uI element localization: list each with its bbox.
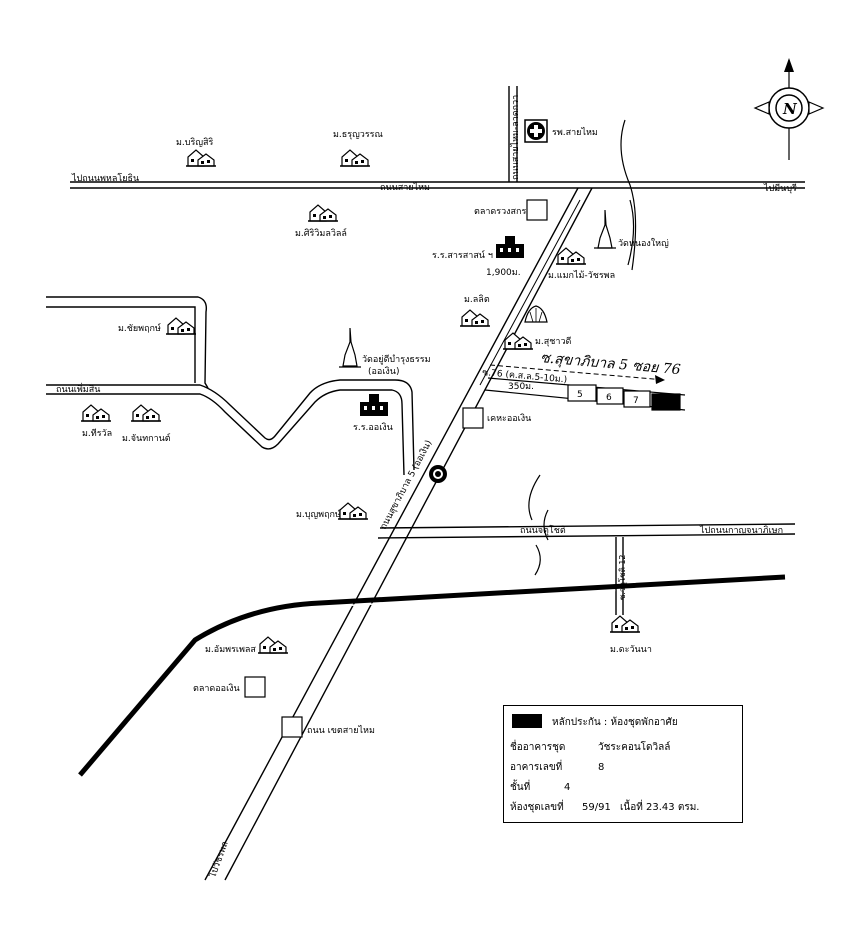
village-icon-ruanna (609, 615, 641, 633)
label-school-sarasas: ร.ร.สารสาสน์ ฯ (432, 249, 493, 261)
label-mb-siriwilla: ม.ศิริวิมลวิลล์ (295, 227, 347, 239)
legend-building-value: 8 (598, 762, 605, 773)
label-mb-ruanna: ม.ดะวันนา (610, 645, 652, 655)
road-phoemsin (46, 296, 415, 476)
village-icon-maemai (555, 247, 587, 265)
building-6-label: 6 (606, 393, 612, 403)
label-khet-ogeen: เคหะออเงิน (487, 413, 531, 424)
market-square-ruangsakon (526, 199, 548, 221)
market-square-ogeen (244, 676, 266, 698)
label-mb-thirawan: ม.ทีรวัล (82, 428, 112, 439)
legend-title: หลักประกัน : ห้องชุดพักอาศัย (552, 717, 678, 728)
road-jatuchot12 (615, 537, 624, 615)
village-icon-chanthakan (130, 404, 162, 422)
label-to-minburi: ไปมีนบุรี (763, 183, 797, 194)
label-school-saimai: ถนน เขตสายไหม (307, 725, 375, 736)
legend-box: หลักประกัน : ห้องชุดพักอาศัย ชื่ออาคารชุ… (503, 705, 743, 823)
legend-building-label: อาคารเลขที่ (510, 762, 563, 773)
village-icon-parinsiri (185, 149, 217, 167)
legend-row-floor: ชั้นที่ 4 (510, 780, 570, 795)
label-mb-suchawadee: ม.สุชาวดี (535, 336, 572, 347)
label-mb-parinsiri: ม.บริญสิริ (176, 137, 214, 148)
road-sukhaphiban5 (204, 187, 593, 881)
label-road-saimai: ถนนสายไหม (380, 182, 430, 193)
label-road-saimai-latkwa: ถนนสายไหม-ลาดกวา (510, 95, 521, 180)
label-talat-ruangsakon: ตลาดรวงสกร (474, 207, 526, 217)
road-saimai-latkwa (508, 86, 518, 182)
school-icon-sarasas (496, 236, 524, 258)
label-mb-lalit: ม.ลลิต (464, 294, 490, 305)
school-icon-ogeen (360, 394, 388, 416)
legend-unit-label: ห้องชุดเลขที่ (510, 802, 564, 813)
housing-square-ogeen (462, 407, 484, 429)
label-dist-1900: 1,900ม. (486, 268, 521, 278)
building-7 (623, 390, 651, 408)
canal-north (620, 119, 637, 271)
label-wat-ogeen-2: (ออเงิน) (368, 366, 399, 377)
road-saimai (70, 181, 805, 189)
village-icon-thirawan (80, 404, 112, 422)
legend-row-building: อาคารเลขที่ 8 (510, 760, 604, 775)
label-mb-bunyaphruek: ม.บุญพฤกษ์ (296, 508, 341, 520)
building-5 (567, 384, 597, 402)
legend-swatch-collateral (512, 714, 542, 728)
label-mb-aemorn: ม.อัมพรเพลส (205, 645, 256, 655)
canal-middle (528, 474, 549, 576)
gas-station-icon-2 (429, 465, 447, 483)
building-row: 5 6 7 (567, 384, 681, 411)
label-mb-chanthakan: ม.จันทกานต์ (122, 432, 171, 444)
village-icon-siriwilla (307, 204, 339, 222)
village-icon-lalit (459, 309, 491, 327)
label-wat-ogeen: วัดอยู่ดีบำรุงธรรม (362, 354, 431, 365)
temple-icon-nongyai (594, 209, 616, 249)
office-square-saimai (281, 716, 303, 738)
building-5-label: 5 (577, 390, 583, 400)
gas-station-icon (524, 305, 548, 323)
label-talat-ogeen: ตลาดออเงิน (193, 683, 240, 694)
legend-name-label: ชื่ออาคารชุด (510, 742, 566, 753)
label-soi-jatuchot12: ซ.จตุโชติ 12 (617, 555, 627, 601)
legend-unit-value: 59/91 (582, 802, 611, 813)
legend-row-unit: ห้องชุดเลขที่ 59/91 เนื้อที่ 23.43 ตรม. (510, 800, 699, 815)
railway-line (78, 574, 786, 780)
label-mb-maemai: ม.แมกไม้-วัชรพล (548, 270, 615, 281)
label-hospital: รพ.สายไหม (552, 127, 598, 138)
label-to-kanchanaphisek: ไปถนนกาญจนาภิเษก (699, 525, 783, 536)
compass-icon: N (753, 58, 825, 160)
label-mb-chaiyaphruek: ม.ชัยพฤกษ์ (118, 322, 161, 334)
hospital-icon (524, 119, 548, 143)
label-road-jatuchot: ถนนจตุโชติ (520, 525, 566, 536)
building-8-target (651, 393, 681, 411)
village-icon-suchawadee (502, 332, 534, 350)
village-icon-aemorn (257, 636, 289, 654)
village-icon-chaiyaphruek (165, 317, 197, 335)
road-hathaiphirat (377, 523, 796, 539)
temple-icon-ogeen (339, 327, 361, 368)
label-dist-350: 350ม. (508, 382, 534, 392)
building-7-label: 7 (633, 396, 639, 406)
label-road-sukhaphiban5: ถนนสุขาภิบาล 5 (ออเงิน) (378, 438, 434, 531)
village-icon-thanyawaran (339, 149, 371, 167)
label-road-phoemsin: ถนนเพิ่มสิน (56, 382, 100, 395)
legend-floor-value: 4 (564, 782, 571, 793)
compass-n-label: N (782, 100, 798, 118)
village-icon-bunyaphruek (337, 502, 369, 520)
legend-name-value: วัชระคอนโดวิลล์ (598, 742, 671, 753)
label-school-ogeen: ร.ร.ออเงิน (353, 422, 393, 433)
label-mb-thanyawaran: ม.ธรุญวรรณ (333, 130, 383, 140)
label-to-phahon: ไปถนนพหลโยธิน (71, 173, 139, 184)
building-6 (596, 387, 624, 405)
legend-floor-label: ชั้นที่ (510, 782, 531, 793)
label-wat-nongyai: วัดหนองใหญ่ (618, 238, 669, 249)
label-to-watcharaphon: ไปวัชรพล (207, 840, 231, 880)
legend-row-name: ชื่ออาคารชุด วัชระคอนโดวิลล์ (510, 740, 670, 755)
road-soi-diagonal (479, 199, 581, 386)
legend-area: เนื้อที่ 23.43 ตรม. (620, 802, 700, 813)
